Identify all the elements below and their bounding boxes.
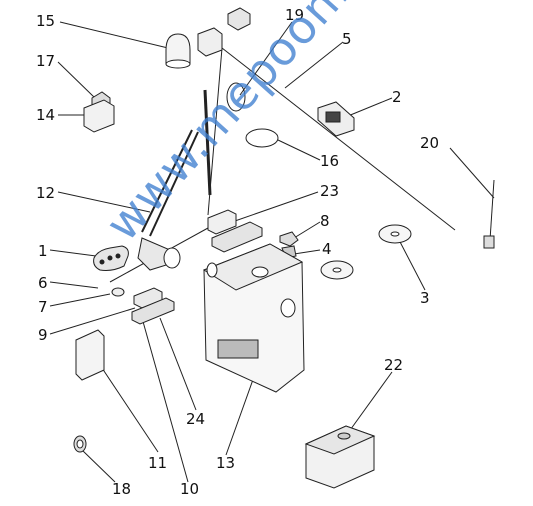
callout-label: 9 [38, 326, 48, 344]
part-terminal-10 [131, 297, 175, 325]
leader-1 [49, 249, 97, 257]
leader-9 [49, 307, 136, 335]
callout-label: 12 [36, 184, 55, 202]
callout-label: 15 [36, 12, 55, 30]
callout-label: 20 [420, 134, 439, 152]
callout-label: 2 [392, 88, 402, 106]
callout-label: 16 [320, 152, 339, 170]
part-gasket [245, 128, 279, 148]
part-cover-11 [75, 329, 105, 381]
leader-24 [159, 317, 197, 411]
callout-label: 1 [38, 242, 48, 260]
part-terminal-strip [211, 221, 263, 253]
callout-label: 17 [36, 52, 55, 70]
callout-label: 22 [384, 356, 403, 374]
part-o-ring [226, 82, 246, 112]
part-fuse-box [93, 245, 129, 271]
part-beacon-light [165, 33, 191, 69]
part-wiper-assembly [137, 89, 212, 271]
leader-8 [293, 221, 321, 239]
leader-20 [449, 147, 495, 199]
callout-label: 4 [322, 240, 332, 258]
part-panel-switch [317, 101, 355, 137]
leader-2 [347, 97, 393, 117]
leader-11 [97, 361, 159, 453]
leader-19 [239, 21, 293, 96]
part-control-box [202, 243, 305, 393]
leader-12 [57, 191, 151, 213]
leader-5 [284, 41, 344, 89]
callout-label: 8 [320, 212, 330, 230]
leader-22 [347, 371, 393, 434]
callout-label: 10 [180, 480, 199, 498]
leader-4 [293, 249, 321, 255]
leader-18 [81, 449, 116, 483]
part-disc-4 [320, 260, 354, 280]
callout-label: 3 [420, 289, 430, 307]
part-connector-8 [279, 231, 299, 247]
part-rocker-switch [83, 91, 115, 133]
connector-line-a [221, 47, 456, 231]
callout-label: 19 [285, 6, 304, 24]
callout-label: 18 [112, 480, 131, 498]
callout-label: 23 [320, 182, 339, 200]
part-ring-18 [73, 435, 87, 453]
part-switch-block-top [197, 7, 251, 57]
callout-label: 13 [216, 454, 235, 472]
leader-16 [277, 139, 321, 161]
part-disc-3 [378, 224, 412, 244]
callout-label: 24 [186, 410, 205, 428]
leader-6 [49, 281, 99, 289]
callout-label: 6 [38, 274, 48, 292]
leader-15 [59, 21, 169, 49]
callout-label: 5 [342, 30, 352, 48]
part-grommet [111, 287, 125, 297]
part-tank [304, 425, 376, 489]
leader-3 [397, 237, 426, 291]
part-antenna [483, 179, 495, 249]
leader-10 [141, 317, 189, 483]
callout-label: 14 [36, 106, 55, 124]
leader-7 [49, 293, 111, 307]
part-relay-module [207, 209, 237, 235]
leader-17 [57, 61, 96, 99]
callout-label: 11 [148, 454, 167, 472]
leader-23 [231, 191, 319, 223]
callout-label: 7 [38, 298, 48, 316]
